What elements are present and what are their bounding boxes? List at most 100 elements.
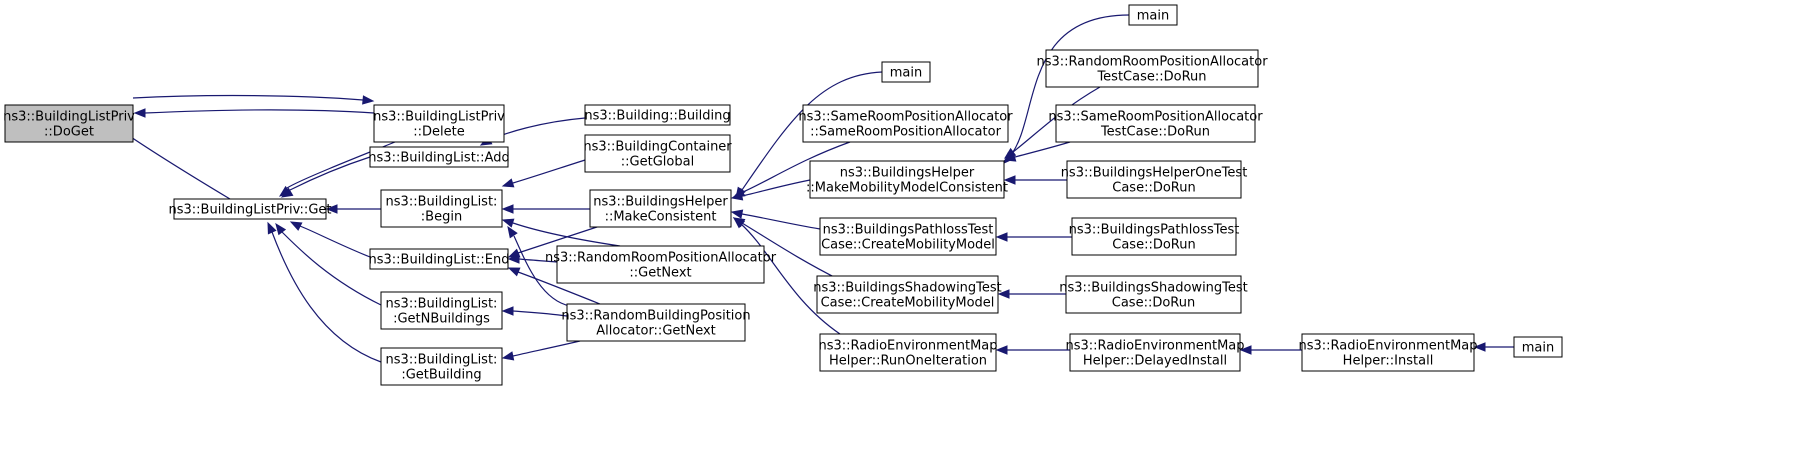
arrowhead-icon [507, 254, 520, 264]
node-box [1045, 49, 1259, 88]
node-pathlossmobility[interactable]: ns3::BuildingsPathlossTestCase::CreateMo… [819, 217, 997, 256]
edge-pathlosstest-to-pathlossmobility [995, 232, 1072, 242]
edge-line [132, 94, 364, 101]
node-doget[interactable]: ns3::BuildingListPriv::DoGet [3, 104, 135, 143]
node-privget[interactable]: ns3::BuildingListPriv::Get [169, 198, 332, 220]
node-end[interactable]: ns3::BuildingList::End [369, 248, 510, 270]
arrowhead-icon [1003, 175, 1016, 185]
node-label-line: main [1137, 9, 1169, 24]
edge-line [512, 222, 621, 247]
node-label-line: Case::CreateMobilityModel [821, 238, 995, 253]
node-label-line: ::SameRoomPositionAllocator [810, 125, 1002, 140]
node-box [373, 104, 505, 143]
node-box [1128, 4, 1178, 26]
edge-roomgetnext-to-begin [501, 218, 621, 247]
node-makemobility[interactable]: ns3::BuildingsHelper::MakeMobilityModelC… [806, 160, 1008, 199]
edge-privget-to-doget [115, 126, 231, 200]
node-add[interactable]: ns3::BuildingList::Add [368, 146, 510, 168]
node-box [1055, 104, 1256, 143]
node-main2[interactable]: main [1128, 4, 1178, 26]
arrowhead-icon [501, 204, 514, 214]
node-begin[interactable]: ns3::BuildingList::Begin [380, 189, 503, 228]
node-box [584, 134, 731, 173]
node-main1[interactable]: main [881, 61, 931, 83]
node-label-line: ns3::SameRoomPositionAllocator [798, 110, 1013, 125]
arrowhead-icon [1003, 152, 1017, 162]
node-sameroomtest[interactable]: ns3::SameRoomPositionAllocatorTestCase::… [1048, 104, 1263, 143]
edge-line [512, 159, 586, 184]
nodes-layer: ns3::BuildingListPriv::DoGetns3::Buildin… [3, 4, 1563, 386]
node-randroomtest[interactable]: ns3::RandomRoomPositionAllocatorTestCase… [1036, 49, 1268, 88]
arrowhead-icon [289, 221, 303, 231]
arrowhead-icon [1473, 342, 1486, 352]
arrowhead-icon [267, 221, 277, 235]
edge-line [1009, 14, 1130, 157]
node-building[interactable]: ns3::Building::Building [584, 104, 731, 126]
node-buildinggetnext[interactable]: ns3::RandomBuildingPositionAllocator::Ge… [561, 303, 751, 342]
arrowhead-icon [507, 225, 518, 239]
arrowhead-icon [732, 217, 746, 229]
node-label-line: ns3::BuildingListPriv [3, 110, 135, 125]
node-sameroom[interactable]: ns3::SameRoomPositionAllocator::SameRoom… [798, 104, 1013, 143]
edge-roomgetnext-to-end [507, 254, 558, 264]
arrowhead-icon [133, 108, 146, 118]
node-box [589, 189, 732, 228]
arrowhead-icon [995, 232, 1008, 242]
node-box [1065, 275, 1242, 314]
node-label-line: main [890, 66, 922, 81]
edge-getnbuildings-to-privget [275, 222, 382, 306]
node-box [819, 333, 997, 372]
node-box [369, 146, 509, 168]
node-box [369, 248, 509, 270]
node-main3[interactable]: main [1513, 336, 1563, 358]
node-getglobal[interactable]: ns3::BuildingContainer::GetGlobal [583, 134, 732, 173]
node-label-line: ns3::BuildingList::End [369, 253, 510, 268]
node-box [1066, 160, 1242, 199]
node-label-line: ns3::Building::Building [584, 109, 730, 124]
node-delete[interactable]: ns3::BuildingListPriv::Delete [373, 104, 505, 143]
node-box [816, 275, 999, 314]
node-box [380, 291, 503, 330]
node-box [802, 104, 1009, 143]
node-getnbuildings[interactable]: ns3::BuildingList::GetNBuildings [380, 291, 503, 330]
node-label-line: ns3::BuildingsShadowingTest [1059, 281, 1248, 296]
edge-install-to-delayed [1239, 345, 1302, 355]
arrowhead-icon [997, 289, 1010, 299]
node-label-line: Case::CreateMobilityModel [821, 296, 995, 311]
node-label-line: ns3::BuildingsHelper [840, 166, 975, 181]
edge-line [741, 222, 841, 281]
node-delayed[interactable]: ns3::RadioEnvironmentMapHelper::DelayedI… [1065, 333, 1245, 372]
node-getbuilding[interactable]: ns3::BuildingList::GetBuilding [380, 347, 503, 386]
edge-add-to-privget [280, 156, 371, 198]
node-shadowmobility[interactable]: ns3::BuildingsShadowingTestCase::CreateM… [813, 275, 1002, 314]
node-label-line: ns3::BuildingListPriv [373, 110, 505, 125]
edge-line [740, 223, 841, 335]
edge-line [517, 225, 601, 254]
edge-getbuilding-to-privget [267, 221, 382, 363]
edge-doget-to-delete [132, 94, 375, 105]
node-label-line: ns3::RandomBuildingPosition [561, 309, 750, 324]
node-label-line: ::GetGlobal [621, 155, 694, 170]
edge-buildinggetnext-to-end [507, 267, 601, 305]
node-makeconsistent[interactable]: ns3::BuildingsHelper::MakeConsistent [589, 189, 732, 228]
node-box [1301, 333, 1475, 372]
edge-line [512, 310, 568, 317]
edge-line [144, 109, 375, 114]
node-label-line: ns3::BuildingsPathlossTest [823, 223, 994, 238]
node-box [819, 217, 997, 256]
node-label-line: ns3::BuildingListPriv::Get [169, 203, 332, 218]
node-roomgetnext[interactable]: ns3::RandomRoomPositionAllocator::GetNex… [545, 245, 777, 284]
edge-end-to-privget [289, 221, 371, 258]
arrowhead-icon [501, 178, 515, 188]
node-label-line: main [1522, 341, 1554, 356]
arrowhead-icon [362, 95, 375, 105]
edge-pathlossmobility-to-makeconsistent [730, 209, 821, 230]
arrowhead-icon [995, 345, 1008, 355]
arrowhead-icon [501, 306, 514, 316]
node-runone[interactable]: ns3::RadioEnvironmentMapHelper::RunOneIt… [818, 333, 998, 372]
node-label-line: ns3::RadioEnvironmentMap [1298, 339, 1477, 354]
